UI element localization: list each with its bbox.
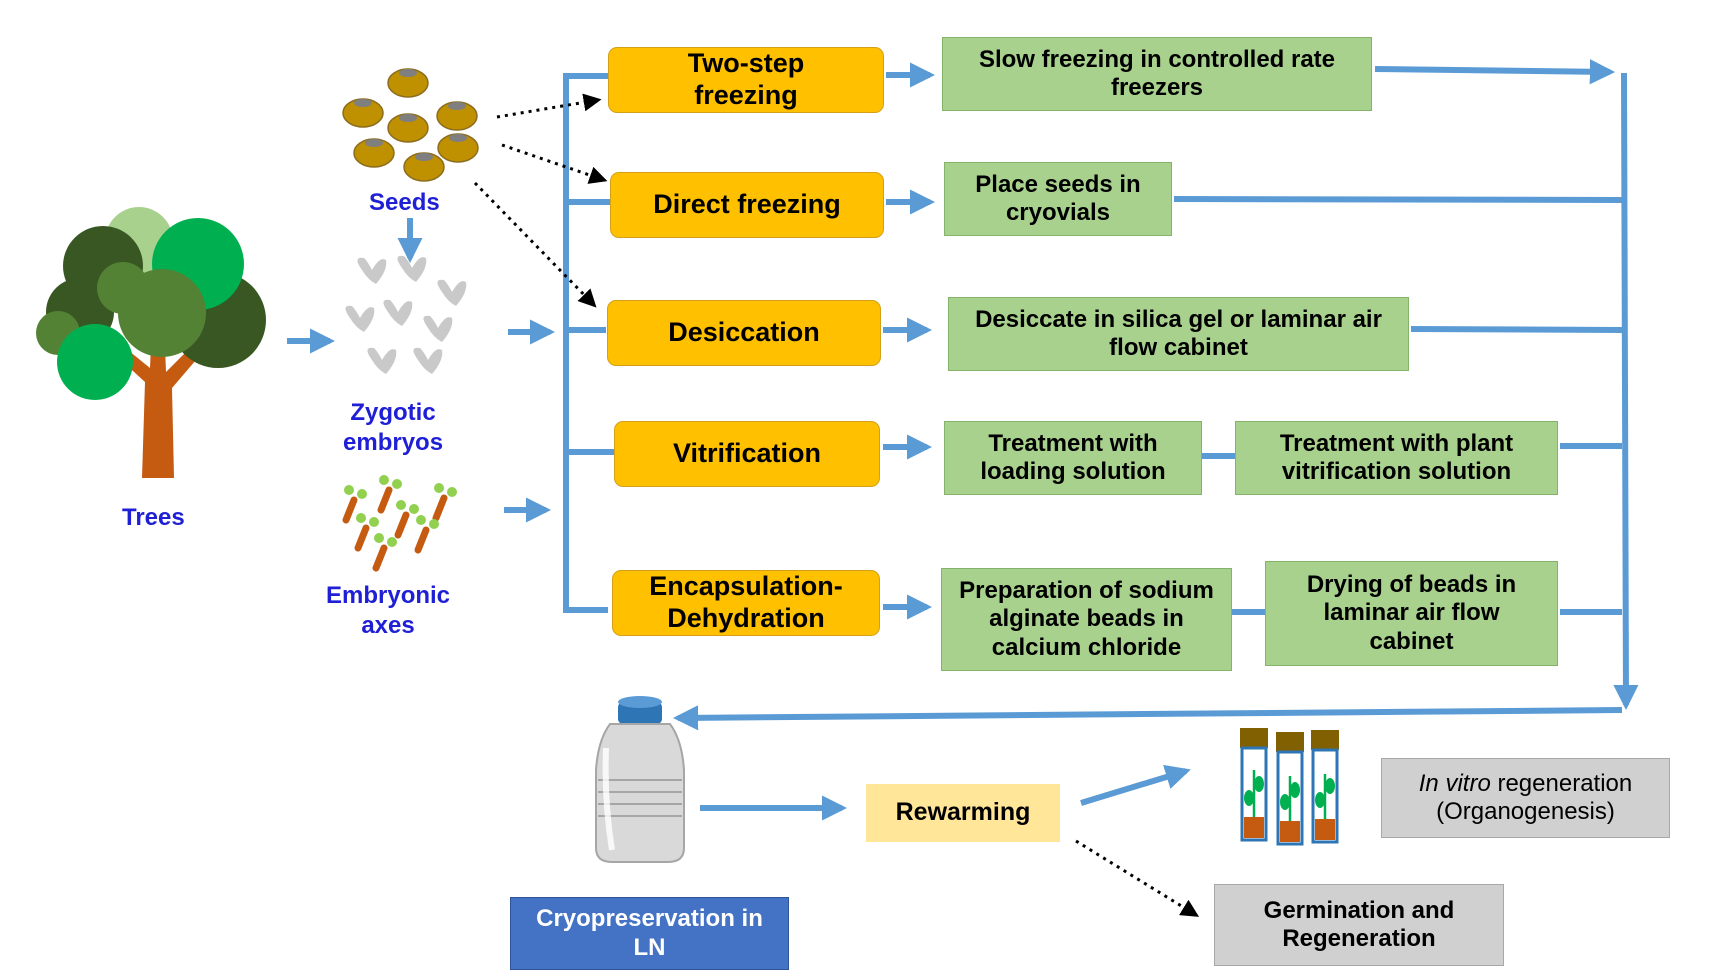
lower-flow-arrows — [700, 764, 1191, 821]
seeds-label: Seeds — [369, 189, 440, 216]
method-step-arrows — [883, 62, 936, 620]
step-loading-solution-line-2: loading solution — [980, 458, 1166, 485]
rewarming-label: Rewarming — [895, 798, 1031, 827]
germination-line-1: Germination and — [1263, 896, 1455, 924]
step-alginate-line-2: alginate beads in — [989, 605, 1184, 633]
step-drying-line-2: laminar air flow — [1323, 599, 1500, 627]
zygotic-embryos-line-2: embryos — [343, 429, 444, 456]
embryonic-axes-line-2: axes — [361, 612, 415, 639]
step-desiccate-line-1: Desiccate in silica gel or laminar air — [975, 305, 1382, 333]
input-bracket — [563, 73, 614, 613]
source-arrows — [287, 218, 556, 523]
rewarming-to-germination-arrow — [1075, 839, 1200, 917]
embryonic-axes-line-1: Embryonic — [326, 582, 451, 609]
in-vitro-italic: In vitro — [1418, 769, 1491, 797]
method-two-step-line-2: freezing — [694, 80, 798, 110]
trees-label: Trees — [122, 504, 185, 531]
seeds-icon — [342, 68, 479, 182]
step-pvs-line-2: vitrification solution — [1281, 458, 1512, 485]
method-encapsulation-line-1: Encapsulation- — [649, 571, 843, 602]
method-direct-freezing-label: Direct freezing — [653, 189, 841, 220]
step-place-seeds-line-1: Place seeds in — [975, 170, 1141, 198]
ln-dewar-icon — [595, 696, 685, 863]
seed-dotted-arrows — [473, 93, 608, 308]
method-direct-freezing: Direct freezing — [610, 172, 884, 238]
method-vitrification-label: Vitrification — [672, 438, 822, 469]
step-alginate-line-3: calcium chloride — [991, 633, 1182, 661]
step-drying-line-3: cabinet — [1369, 627, 1454, 655]
step-slow-freezing-line-1: Slow freezing in controlled rate — [978, 45, 1336, 73]
cryo-line-2: LN — [633, 933, 666, 961]
tree-icon — [36, 207, 266, 478]
method-encapsulation-line-2: Dehydration — [667, 603, 825, 633]
in-vitro-regeneration-box: In vitro regeneration (Organogenesis) — [1381, 758, 1670, 838]
collector-lines — [672, 59, 1639, 731]
step-drying-line-1: Drying of beads in — [1306, 571, 1517, 599]
method-two-step-line-1: Two-step — [687, 48, 805, 79]
in-vitro-rest: regeneration — [1490, 769, 1633, 797]
zygotic-embryos-label: Zygotic embryos — [343, 398, 443, 458]
zygotic-embryos-line-1: Zygotic — [350, 399, 436, 426]
method-vitrification: Vitrification — [614, 421, 880, 487]
step-pvs-line-1: Treatment with plant — [1279, 429, 1514, 457]
rewarming-box: Rewarming — [866, 784, 1060, 842]
method-encapsulation-dehydration: Encapsulation-Dehydration — [612, 570, 880, 636]
zygotic-embryos-icon — [345, 255, 467, 374]
method-desiccation: Desiccation — [607, 300, 881, 366]
embryonic-axes-label: Embryonic axes — [326, 581, 450, 641]
embryonic-axes-icon — [342, 475, 457, 572]
step-alginate-line-1: Preparation of sodium — [959, 577, 1214, 605]
germination-line-2: Regeneration — [1282, 925, 1436, 952]
step-slow-freezing-line-2: freezers — [1110, 74, 1204, 101]
cryo-line-1: Cryopreservation in — [536, 905, 763, 933]
step-desiccate-line-2: flow cabinet — [1109, 334, 1248, 361]
method-desiccation-label: Desiccation — [668, 317, 820, 348]
culture-tubes-icon — [1240, 728, 1339, 846]
step-place-seeds-line-2: cryovials — [1005, 199, 1111, 226]
step-loading-solution-line-1: Treatment with — [988, 429, 1158, 457]
in-vitro-line-2: (Organogenesis) — [1436, 798, 1615, 825]
